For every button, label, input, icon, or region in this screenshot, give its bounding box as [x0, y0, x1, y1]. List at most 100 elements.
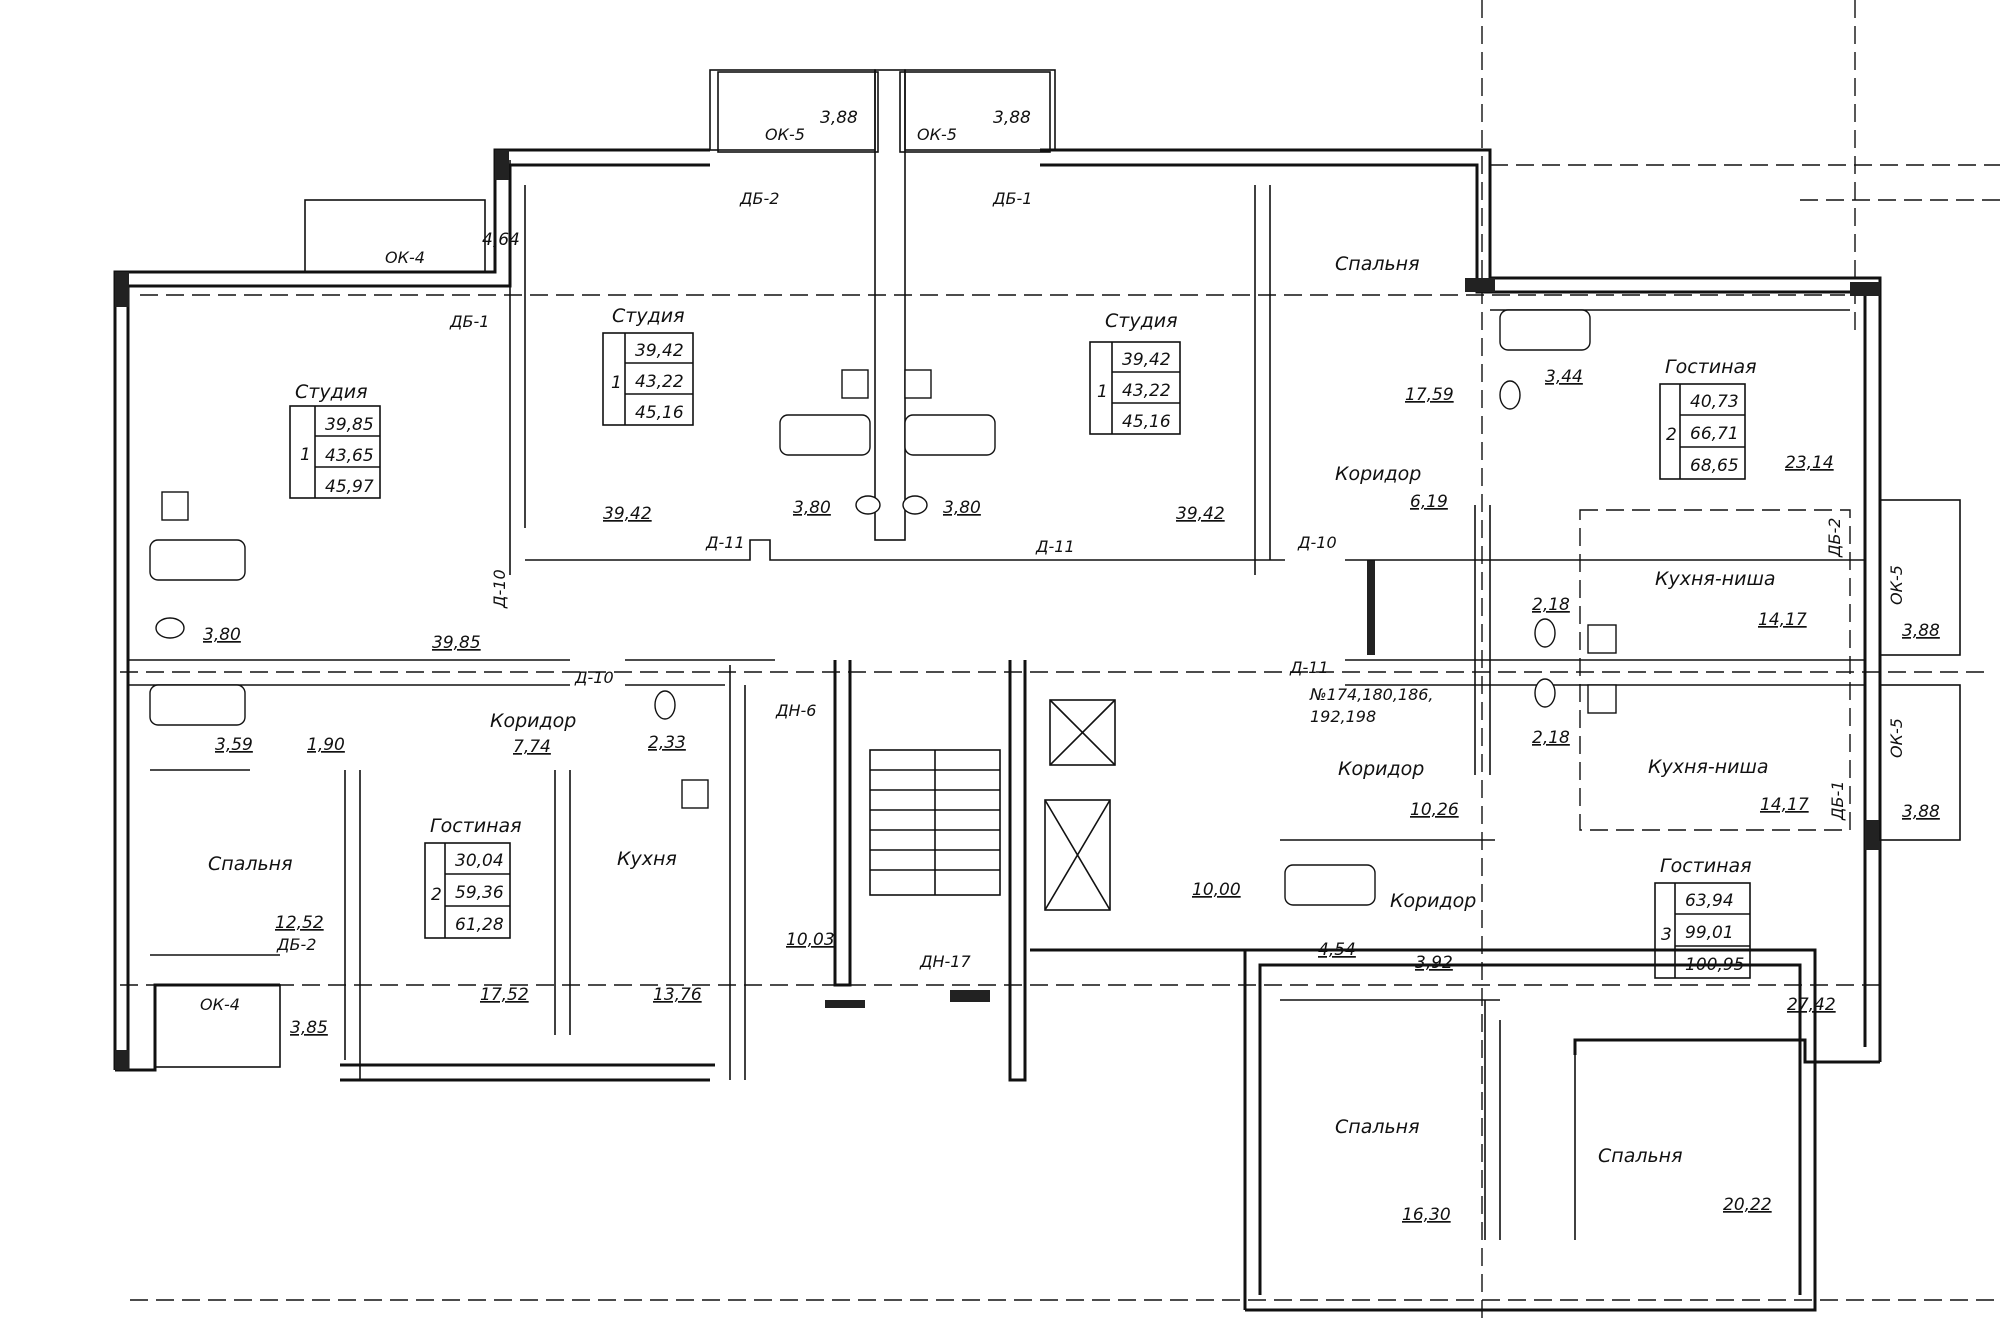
room-name: Студия	[295, 381, 368, 403]
door-label: ДН-17	[919, 952, 971, 971]
door-label: Д-10	[574, 668, 614, 687]
kitchen-name: Кухня-ниша	[1655, 568, 1776, 590]
bedroom-area: 12,52	[275, 913, 324, 933]
bedroom1-area: 16,30	[1402, 1205, 1451, 1225]
apartment-2-left: Коридор 7,74 Гостиная 2 30,04 59,36 61,2…	[208, 710, 702, 1038]
note: №174,180,186, 192,198	[1309, 685, 1434, 726]
axis-lines	[120, 0, 2000, 1318]
exterior-walls	[113, 148, 1882, 1312]
area-total-balcony: 45,16	[635, 403, 684, 423]
corridor-area: 6,19	[1410, 492, 1448, 512]
corridor-name: Коридор	[1335, 463, 1421, 485]
lift-hall-area: 10,00	[1192, 880, 1241, 900]
area-total: 66,71	[1690, 424, 1739, 444]
area-total-balcony: 61,28	[455, 915, 504, 935]
hatched-fragments	[115, 150, 1880, 1070]
apartment-3-right: Кухня-ниша 14,17 2,18 3,88 Коридор 10,26…	[1318, 728, 1940, 1225]
area-living: 40,73	[1690, 392, 1739, 412]
door-label: Д-10	[1297, 533, 1337, 552]
bath2-area: 2,33	[648, 733, 686, 753]
door-label: Д-11	[705, 533, 745, 552]
balcony-area: 3,88	[1902, 621, 1940, 641]
balcony-area: 3,88	[820, 108, 858, 128]
door-label: ДБ-2	[276, 935, 316, 954]
bath-area: 3,80	[943, 498, 981, 518]
bedroom2-area: 20,22	[1723, 1195, 1772, 1215]
door-label: ДБ-1	[449, 312, 489, 331]
apartment-2-right: Спальня 17,59 Коридор 6,19 3,44 Гостиная…	[1335, 253, 1940, 641]
apartment-numbers-line1: №174,180,186,	[1309, 685, 1434, 704]
corridor2-area: 3,92	[1415, 953, 1453, 973]
door-label: ДБ-1	[1828, 781, 1847, 821]
wc-area: 2,18	[1532, 595, 1570, 615]
area-living: 39,42	[635, 341, 684, 361]
window-label: ОК-5	[1887, 565, 1906, 605]
bedroom-area: 17,59	[1405, 385, 1454, 405]
wc-area: 2,18	[1532, 728, 1570, 748]
living-name: Гостиная	[1660, 855, 1752, 877]
rooms-count: 1	[611, 373, 622, 393]
balcony-area: 3,88	[993, 108, 1031, 128]
bath1-area: 3,59	[215, 735, 253, 755]
room-name: Студия	[612, 305, 685, 327]
area-total: 43,22	[635, 372, 684, 392]
kitchen-name: Кухня	[617, 848, 677, 870]
corridor-name: Коридор	[1338, 758, 1424, 780]
area-total: 59,36	[455, 883, 504, 903]
living-area: 17,52	[480, 985, 529, 1005]
door-label: Д-11	[1289, 658, 1329, 677]
living-name: Гостиная	[1665, 356, 1757, 378]
balcony-area: 4,64	[482, 230, 520, 250]
bath-area: 3,44	[1545, 367, 1583, 387]
floor-area: 39,42	[1176, 504, 1225, 524]
area-living: 63,94	[1685, 891, 1734, 911]
window-label: ОК-5	[1887, 718, 1906, 758]
living-area: 27,42	[1787, 995, 1836, 1015]
area-living: 30,04	[455, 851, 504, 871]
area-living: 39,85	[325, 415, 374, 435]
area-total-balcony: 68,65	[1690, 456, 1739, 476]
kitchen-area: 14,17	[1760, 795, 1809, 815]
sanitary-fixtures	[149, 309, 1617, 906]
area-total-balcony: 100,95	[1685, 955, 1744, 975]
room-name: Студия	[1105, 310, 1178, 332]
door-label: Д-11	[1035, 537, 1075, 556]
apartment-numbers-line2: 192,198	[1310, 707, 1376, 726]
wc1-area: 1,90	[307, 735, 345, 755]
corridor-area: 7,74	[513, 737, 551, 757]
kitchen-area: 14,17	[1758, 610, 1807, 630]
area-total: 43,65	[325, 446, 374, 466]
area-total-balcony: 45,97	[325, 477, 374, 497]
rooms-count: 1	[300, 445, 311, 465]
area-total-balcony: 45,16	[1122, 412, 1171, 432]
door-label: ДБ-2	[739, 189, 779, 208]
door-label: Д-10	[490, 569, 509, 609]
area-living: 39,42	[1122, 350, 1171, 370]
window-label: ОК-5	[765, 125, 805, 144]
door-label: ДБ-2	[1825, 518, 1844, 558]
bedroom2-name: Спальня	[1598, 1145, 1683, 1167]
balcony-area: 3,85	[290, 1018, 328, 1038]
bath-area: 3,80	[793, 498, 831, 518]
rooms-count: 3	[1661, 925, 1672, 945]
area-total: 99,01	[1685, 923, 1734, 943]
bath-area: 4,54	[1318, 940, 1356, 960]
door-label: ДБ-1	[992, 189, 1032, 208]
door-label: ДН-6	[775, 701, 816, 720]
balcony-area: 3,88	[1902, 802, 1940, 822]
rooms-count: 2	[431, 885, 442, 905]
door-labels: Д-11 Д-11 Д-10 Д-10 Д-10 Д-11 ДН-6 ДН-17…	[276, 189, 1847, 971]
area-total: 43,22	[1122, 381, 1171, 401]
bedroom1-name: Спальня	[1335, 1116, 1420, 1138]
window-label: ОК-5	[917, 125, 957, 144]
studio-left: Студия 1 39,85 43,65 45,97 39,85 3,80 4,…	[203, 230, 520, 653]
rooms-count: 1	[1097, 382, 1108, 402]
window-label: ОК-4	[385, 248, 425, 267]
studio-mid-left: Студия 1 39,42 43,22 45,16 39,42 3,80 3,…	[602, 108, 858, 524]
floor-area: 39,42	[603, 504, 652, 524]
interior-walls	[128, 69, 1961, 1240]
corridor2-name: Коридор	[1390, 890, 1476, 912]
window-label: ОК-4	[200, 995, 240, 1014]
bath-area: 3,80	[203, 625, 241, 645]
